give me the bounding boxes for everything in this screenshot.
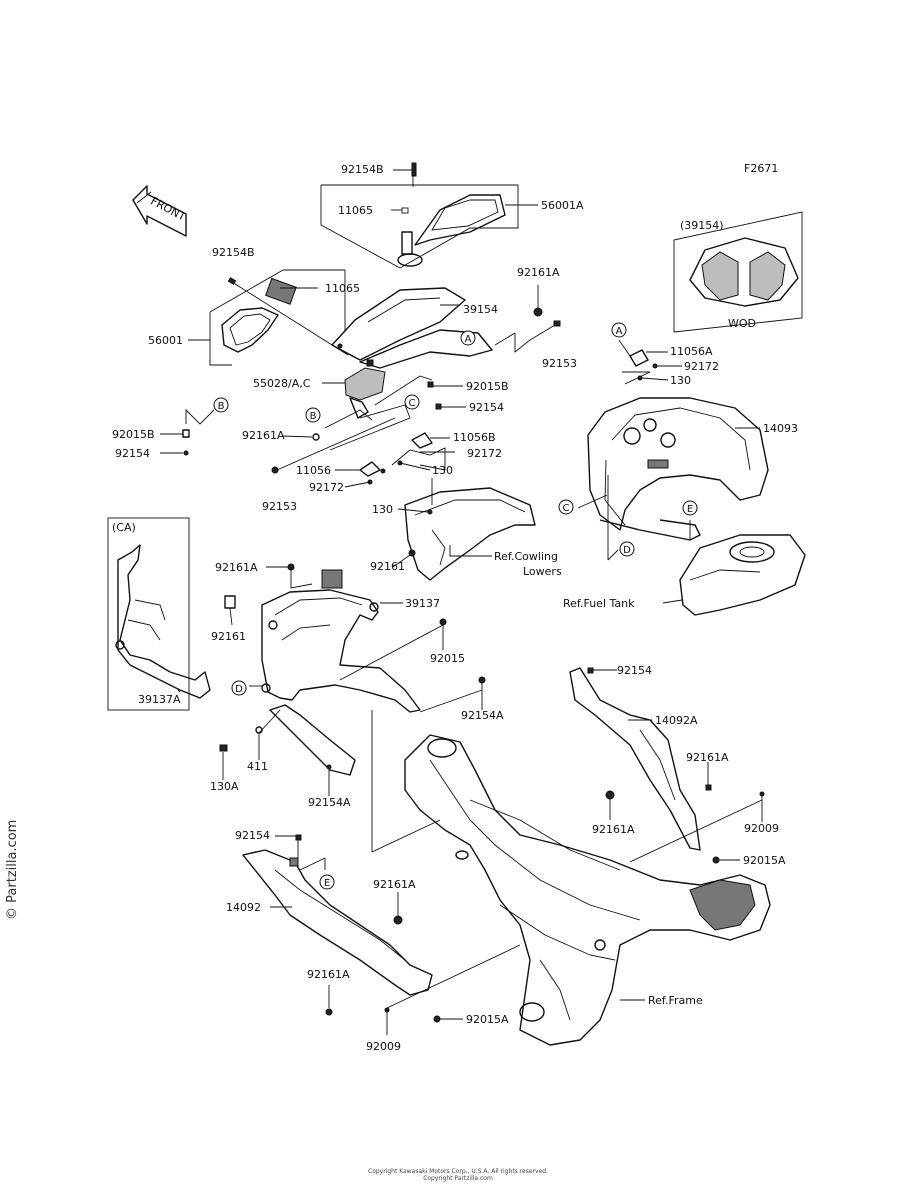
part-label-92154b-left[interactable]: 92154B — [212, 246, 255, 259]
part-label-92172-center[interactable]: 92172 — [467, 447, 502, 460]
callout-e-2: E — [319, 874, 335, 890]
part-label-39137a[interactable]: 39137A — [138, 693, 181, 706]
part-label-92161a-left-cover-2[interactable]: 92161A — [307, 968, 350, 981]
part-label-11065[interactable]: 11065 — [325, 282, 360, 295]
part-label-92161a-top[interactable]: 92161A — [517, 266, 560, 279]
mirror-right-group — [320, 162, 538, 269]
part-label-39154[interactable]: 39154 — [463, 303, 498, 316]
part-label-92015a-right[interactable]: 92015A — [743, 854, 786, 867]
part-label-92154a-b[interactable]: 92154A — [308, 796, 351, 809]
inner-cover-14092a — [569, 667, 765, 864]
part-label-11056b[interactable]: 11056B — [453, 431, 496, 444]
svg-text:E: E — [324, 878, 330, 889]
ref-fuel-tank[interactable]: Ref.Fuel Tank — [563, 597, 635, 610]
part-label-92161a-right-cover-2[interactable]: 92161A — [592, 823, 635, 836]
part-label-130a[interactable]: 130A — [210, 780, 239, 793]
part-label-92015a-left[interactable]: 92015A — [466, 1013, 509, 1026]
part-label-130-center[interactable]: 130 — [432, 464, 453, 477]
part-label-92172-left[interactable]: 92172 — [309, 481, 344, 494]
callout-d-2: D — [231, 680, 247, 696]
part-label-92009-left[interactable]: 92009 — [366, 1040, 401, 1053]
inner-cover-14092 — [242, 834, 521, 1035]
part-label-92009-right[interactable]: 92009 — [744, 822, 779, 835]
callout-c-2: C — [558, 499, 574, 515]
frame-ref — [371, 710, 771, 1046]
part-label-92153-left[interactable]: 92153 — [262, 500, 297, 513]
svg-text:B: B — [218, 401, 225, 412]
part-label-92172-right[interactable]: 92172 — [684, 360, 719, 373]
part-label-55028[interactable]: 55028/A,C — [253, 377, 311, 390]
part-label-130-cowl[interactable]: 130 — [372, 503, 393, 516]
part-label-92161-cowl[interactable]: 92161 — [370, 560, 405, 573]
main-bracket-39137 — [219, 563, 486, 796]
callout-e-1: E — [682, 500, 698, 516]
part-label-92161a-left[interactable]: 92161A — [242, 429, 285, 442]
bracket-b-group — [160, 408, 215, 456]
part-label-92154-right-cover[interactable]: 92154 — [617, 664, 652, 677]
part-label-92154-right[interactable]: 92154 — [469, 401, 504, 414]
part-label-56001[interactable]: 56001 — [148, 334, 183, 347]
inner-cowl-group — [392, 478, 536, 581]
part-label-92015b-left[interactable]: 92015B — [112, 428, 155, 441]
part-label-11065-top[interactable]: 11065 — [338, 204, 373, 217]
inset-wod-caption: WOD — [728, 317, 756, 330]
inset-wod-title: (39154) — [680, 219, 724, 232]
ref-cowling-lowers-line2[interactable]: Lowers — [523, 565, 562, 578]
svg-text:D: D — [235, 684, 243, 695]
part-label-92153-right[interactable]: 92153 — [542, 357, 577, 370]
callout-a-1: A — [460, 330, 476, 346]
part-label-92161a-right-cover[interactable]: 92161A — [686, 751, 729, 764]
part-label-92015b-right[interactable]: 92015B — [466, 380, 509, 393]
front-arrow-icon: FRONT — [132, 185, 188, 237]
inset-wod — [673, 211, 803, 333]
clip-group-center — [335, 432, 455, 488]
part-label-92154b-top[interactable]: 92154B — [341, 163, 384, 176]
part-label-14093[interactable]: 14093 — [763, 422, 798, 435]
svg-text:C: C — [563, 503, 570, 514]
part-label-14092a[interactable]: 14092A — [655, 714, 698, 727]
svg-text:C: C — [409, 398, 416, 409]
ref-cowling-lowers-line1[interactable]: Ref.Cowling — [494, 550, 558, 563]
footer-line-2: Copyright Partzilla.com — [423, 1175, 493, 1182]
inset-ca-title: (CA) — [112, 521, 136, 534]
part-label-11056a[interactable]: 11056A — [670, 345, 713, 358]
part-label-130-right[interactable]: 130 — [670, 374, 691, 387]
part-label-11056[interactable]: 11056 — [296, 464, 331, 477]
svg-text:E: E — [687, 504, 693, 515]
part-label-14092[interactable]: 14092 — [226, 901, 261, 914]
part-label-92161a-left-cover[interactable]: 92161A — [373, 878, 416, 891]
svg-text:D: D — [623, 545, 631, 556]
callout-c-1: C — [404, 394, 420, 410]
svg-text:A: A — [465, 334, 472, 345]
part-label-92154-left[interactable]: 92154 — [115, 447, 150, 460]
inset-ca — [107, 517, 211, 711]
bracket-55028-group — [271, 359, 466, 474]
part-label-92154a-a[interactable]: 92154A — [461, 709, 504, 722]
svg-text:A: A — [616, 326, 623, 337]
mirror-left-group — [188, 269, 349, 366]
watermark: © Partzilla.com — [5, 820, 20, 920]
part-label-56001a[interactable]: 56001A — [541, 199, 584, 212]
clip-group-right — [618, 339, 682, 385]
inner-cover-14093 — [577, 397, 769, 561]
part-label-92161a-mid[interactable]: 92161A — [215, 561, 258, 574]
part-label-92161-left[interactable]: 92161 — [211, 630, 246, 643]
diagram-code: F2671 — [744, 162, 778, 175]
fuel-tank-ref — [662, 520, 806, 616]
footer-line-1: Copyright Kawasaki Motors Corp., U.S.A. … — [368, 1168, 548, 1175]
windshield-group — [331, 285, 561, 369]
part-label-92154-left-cover[interactable]: 92154 — [235, 829, 270, 842]
callout-a-2: A — [611, 322, 627, 338]
callout-d-1: D — [619, 541, 635, 557]
callout-b-2: B — [213, 397, 229, 413]
callout-b-1: B — [305, 407, 321, 423]
ref-frame[interactable]: Ref.Frame — [648, 994, 703, 1007]
part-label-411[interactable]: 411 — [247, 760, 268, 773]
part-label-92015[interactable]: 92015 — [430, 652, 465, 665]
svg-text:B: B — [310, 411, 317, 422]
part-label-39137[interactable]: 39137 — [405, 597, 440, 610]
